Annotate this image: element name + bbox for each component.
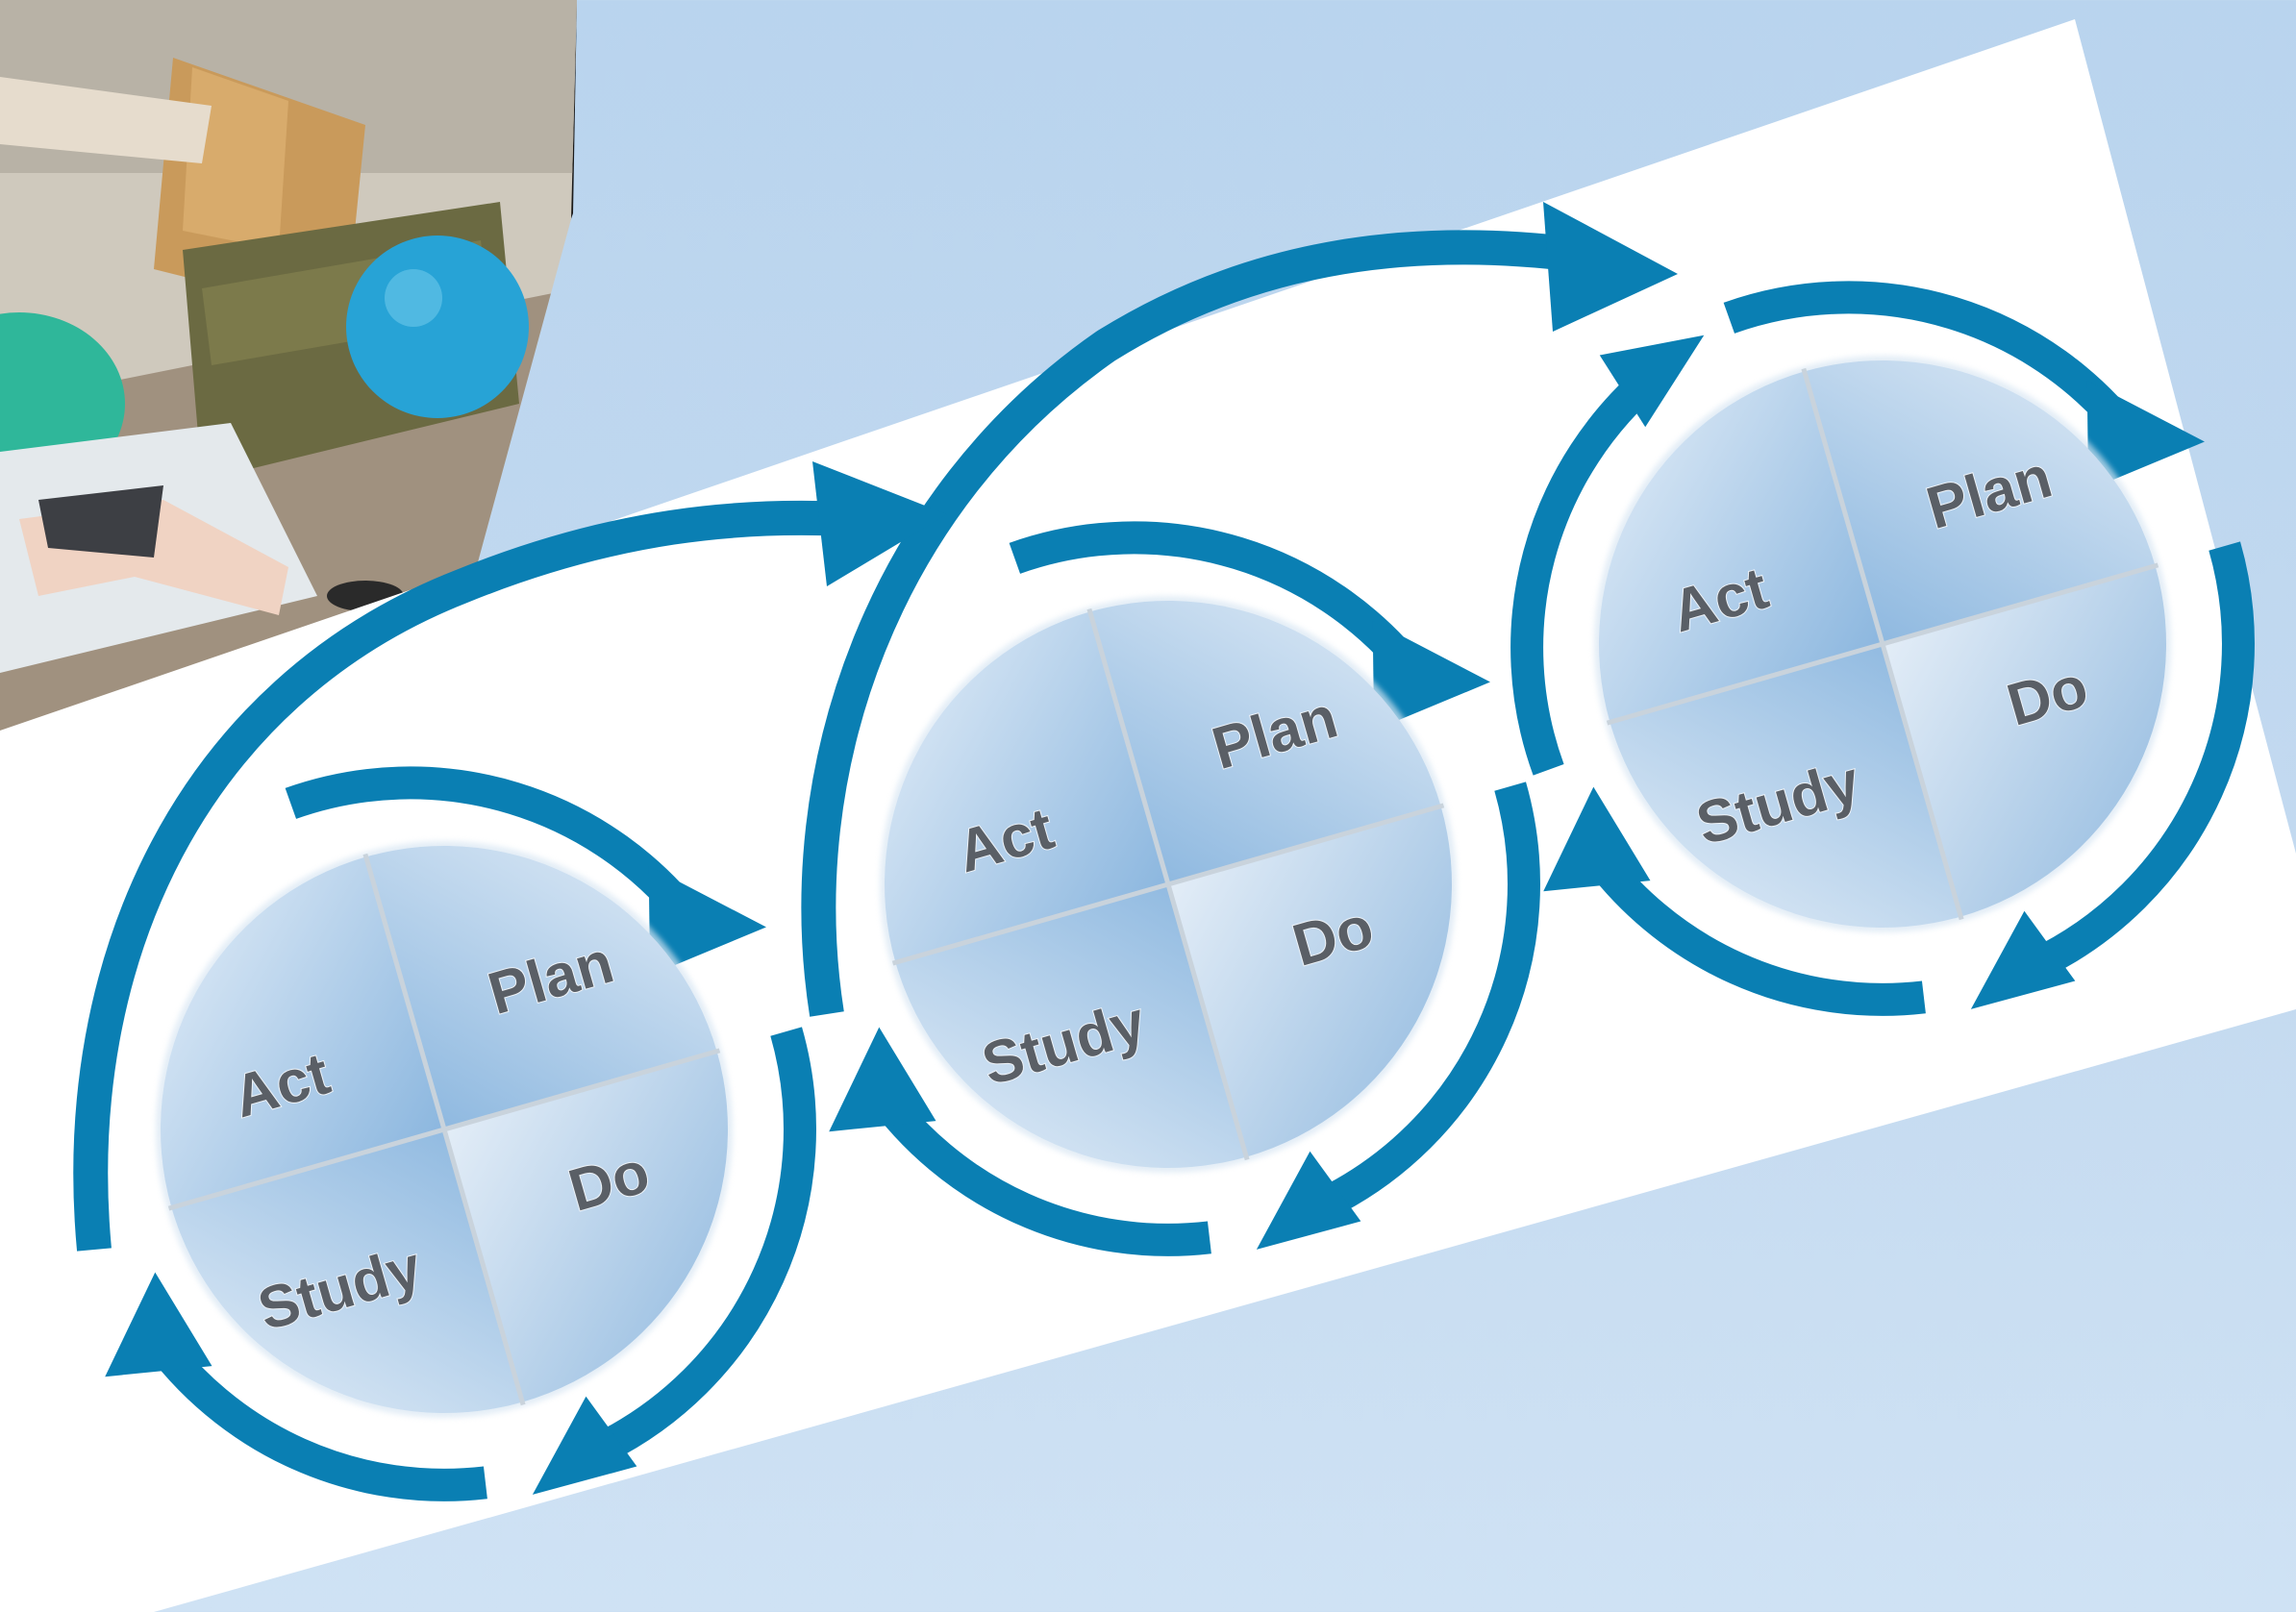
cycle-1-arrowhead-1 [648, 865, 766, 976]
cycle-3-arrow-left [1510, 361, 1666, 776]
cycle-2-quadrant-do [1168, 806, 1452, 1157]
cycle-1-arrowhead-2 [532, 1396, 637, 1495]
pdsa-cycle-2: Act Plan Do Study [829, 521, 1540, 1256]
cycle-3-arrowhead-3 [1543, 786, 1651, 892]
cycle-3-arrow-bottom [1577, 838, 1926, 1016]
cycle-1-arrowhead-3 [105, 1272, 212, 1377]
cycle-1-arrow-bottom [138, 1324, 487, 1501]
cycle-2-arrowhead-3 [829, 1027, 936, 1132]
cycle-3-quadrant-study [1610, 644, 1961, 928]
cycle-3-quadrant-act [1599, 371, 1883, 723]
link-arrow-2 [801, 230, 1580, 1017]
cycle-2-arrow-right [1312, 781, 1540, 1221]
cycle-3-arrow-right [2027, 541, 2255, 980]
cycle-3-arrowhead-2 [1970, 910, 2076, 1009]
cycle-2-arrow-bottom [862, 1079, 1211, 1256]
cycle-2-arrowhead-2 [1256, 1151, 1361, 1250]
cycle-3-quadrant-plan [1804, 360, 2156, 644]
cycle-1-quadrant-study [171, 1129, 523, 1413]
exercise-ball-blue [346, 236, 529, 418]
cycle-2-quadrant-act [885, 611, 1168, 963]
link-arrow-1 [73, 500, 847, 1252]
cycle-1-quadrant-act [161, 856, 444, 1208]
pdsa-cycle-3: Act Plan Do Study [1510, 281, 2255, 1016]
cycle-3-arrowhead-1 [2086, 380, 2205, 490]
cycle-2-quadrant-plan [1089, 601, 1441, 884]
cycle-3-quadrant-do [1883, 565, 2166, 917]
link-arrow-2-head [1543, 202, 1678, 332]
cycle-3-arrowhead-4 [1599, 335, 1705, 428]
cycle-1-quadrant-do [444, 1051, 728, 1402]
cycle-2-quadrant-study [895, 884, 1247, 1168]
cycle-2-arrowhead-1 [1372, 620, 1490, 731]
cycle-1-quadrant-plan [365, 846, 717, 1129]
cycle-1-arrow-right [588, 1027, 816, 1466]
link-arrow-1-head [812, 461, 947, 586]
linking-arrows [73, 230, 1580, 1252]
pdsa-cycle-1: Act Plan Do Study [105, 766, 816, 1501]
